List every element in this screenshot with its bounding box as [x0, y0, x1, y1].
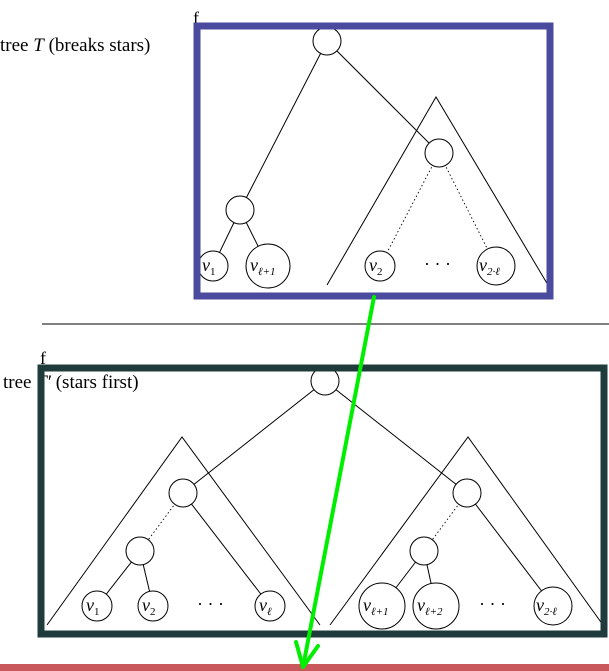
top-dotted-edge	[438, 152, 497, 267]
top-ellipsis: · · ·	[424, 254, 451, 274]
bottom-left-subtree-triangle	[46, 436, 321, 626]
top-internal-node	[424, 138, 454, 168]
top-leaf-v2: v2	[364, 250, 396, 282]
bottom-right-ellipsis: · · ·	[479, 594, 506, 614]
top-leaf-v2l: v2·ℓ	[476, 246, 516, 286]
bottom-leaf-v2l: v2·ℓ	[533, 586, 573, 626]
top-caption: tree T (breaks stars)	[0, 35, 150, 56]
bottom-edge	[182, 492, 271, 607]
top-dotted-edge	[379, 152, 440, 267]
bottom-edge	[466, 492, 554, 607]
svg-text:v2: v2	[142, 595, 156, 618]
top-subtree-triangle	[326, 96, 549, 286]
bottom-marker: f	[40, 348, 46, 368]
top-marker: f	[193, 8, 199, 28]
top-internal-node	[225, 195, 255, 225]
bottom-internal-node	[409, 536, 439, 566]
bottom-leaf-v1: v1	[81, 590, 113, 622]
top-tree: tree T (breaks stars) f v1 vℓ+1 v2 · · ·	[0, 8, 554, 300]
bottom-tree: f tree T′ (stars first) v1 v2 · · ·	[3, 348, 608, 638]
svg-text:v1: v1	[202, 255, 216, 278]
bottom-internal-node	[168, 478, 198, 508]
svg-text:vℓ: vℓ	[259, 595, 272, 618]
svg-text:v2·ℓ: v2·ℓ	[479, 255, 500, 278]
top-edge	[326, 40, 440, 154]
svg-text:vℓ+1: vℓ+1	[363, 595, 389, 618]
bottom-left-ellipsis: · · ·	[197, 594, 224, 614]
bottom-right-subtree-triangle	[329, 436, 604, 626]
bottom-caption: tree T′ (stars first)	[3, 372, 139, 393]
green-arrow	[294, 295, 376, 669]
bottom-edge	[324, 380, 468, 494]
top-leaf-vl1: vℓ+1	[245, 243, 291, 289]
svg-text:v2·ℓ: v2·ℓ	[536, 595, 557, 618]
bottom-leaf-vl: vℓ	[254, 590, 286, 622]
bottom-leaf-v2: v2	[137, 590, 169, 622]
svg-text:vℓ+1: vℓ+1	[250, 255, 276, 278]
top-root-node	[312, 26, 342, 56]
bottom-leaf-vl1: vℓ+1	[358, 582, 406, 630]
svg-text:vℓ+2: vℓ+2	[417, 595, 443, 618]
svg-text:v1: v1	[86, 595, 100, 618]
svg-text:v2: v2	[369, 255, 383, 278]
bottom-leaf-vl2: vℓ+2	[412, 582, 460, 630]
bottom-edge	[182, 380, 326, 494]
bottom-internal-node	[452, 478, 482, 508]
bottom-internal-node	[125, 536, 155, 566]
top-leaf-v1: v1	[197, 250, 229, 282]
top-edge	[239, 40, 328, 211]
bottom-highlight-frame	[37, 364, 608, 638]
